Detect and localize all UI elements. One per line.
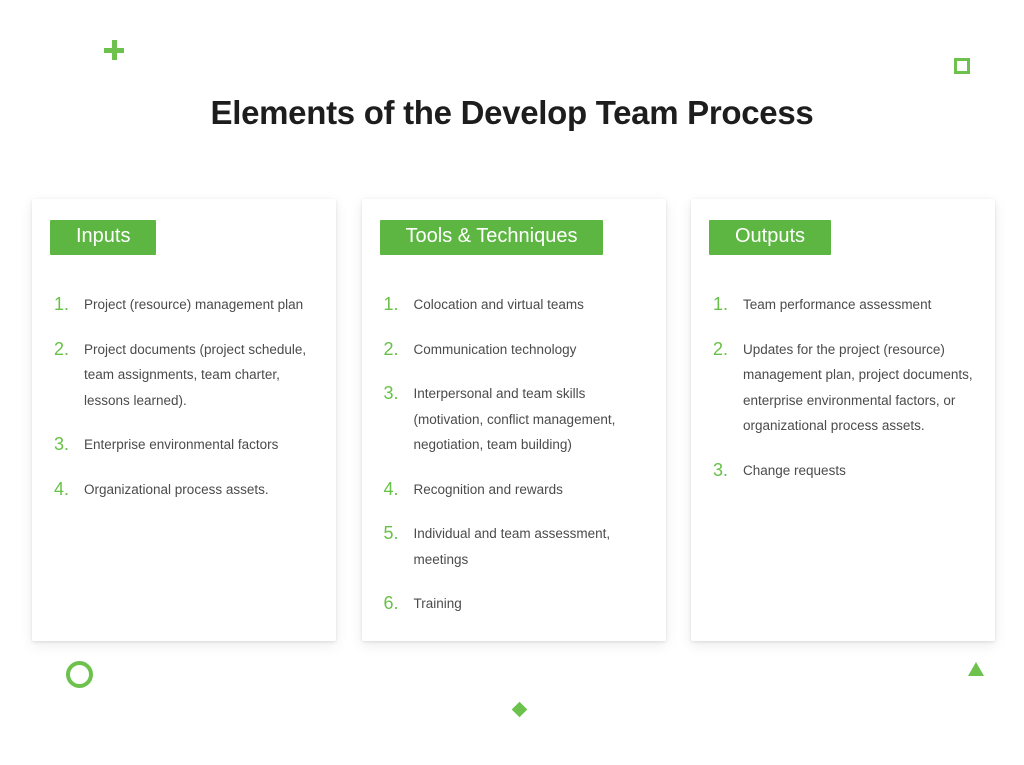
item-text: Recognition and rewards xyxy=(413,481,563,497)
list-item: 6. Training xyxy=(384,591,648,617)
plus-icon xyxy=(104,40,124,60)
triangle-icon xyxy=(968,662,984,676)
list-item: 2. Updates for the project (resource) ma… xyxy=(713,337,977,439)
item-text: Project documents (project schedule, tea… xyxy=(84,341,307,408)
item-number: 3. xyxy=(383,383,399,403)
list-item: 3. Enterprise environmental factors xyxy=(54,432,318,458)
list-item: 4. Recognition and rewards xyxy=(384,477,648,503)
item-number: 5. xyxy=(383,523,399,543)
item-text: Communication technology xyxy=(413,341,577,357)
columns-container: Inputs 1. Project (resource) management … xyxy=(32,199,995,641)
process-card: Tools & Techniques 1. Colocation and vir… xyxy=(361,199,666,641)
item-text: Project (resource) management plan xyxy=(84,297,304,312)
list-item: 4. Organizational process assets. xyxy=(54,477,318,503)
card-header-badge: Outputs xyxy=(709,220,832,255)
item-text: Interpersonal and team skills (motivatio… xyxy=(413,386,616,452)
item-text: Change requests xyxy=(743,462,846,478)
item-number: 6. xyxy=(383,593,399,613)
page-title: Elements of the Develop Team Process xyxy=(210,94,814,131)
list-item: 1. Team performance assessment xyxy=(713,292,977,318)
list-item: 2. Communication technology xyxy=(384,337,648,363)
list-item: 3. Interpersonal and team skills (motiva… xyxy=(384,381,648,458)
list-item: 5. Individual and team assessment, meeti… xyxy=(384,521,648,572)
process-card: Inputs 1. Project (resource) management … xyxy=(32,199,336,641)
item-number: 3. xyxy=(713,459,729,480)
item-text: Organizational process assets. xyxy=(84,481,269,497)
item-number: 4. xyxy=(54,478,70,499)
item-number: 1. xyxy=(383,294,399,314)
item-number: 3. xyxy=(54,434,70,454)
card-header-badge: Tools & Techniques xyxy=(379,220,604,255)
item-text: Updates for the project (resource) manag… xyxy=(743,341,973,434)
process-card: Outputs 1. Team performance assessment 2… xyxy=(691,199,995,641)
card-item-list: 1. Colocation and virtual teams 2. Commu… xyxy=(380,292,648,617)
item-number: 2. xyxy=(713,338,729,359)
list-item: 2. Project documents (project schedule, … xyxy=(54,337,318,414)
item-number: 4. xyxy=(383,478,399,499)
item-number: 1. xyxy=(713,294,729,314)
item-number: 2. xyxy=(54,338,70,359)
item-text: Team performance assessment xyxy=(743,297,932,312)
item-text: Colocation and virtual teams xyxy=(413,297,584,312)
card-item-list: 1. Project (resource) management plan 2.… xyxy=(50,292,318,502)
item-number: 1. xyxy=(54,294,70,314)
circle-icon xyxy=(66,661,93,688)
card-item-list: 1. Team performance assessment 2. Update… xyxy=(709,292,977,483)
square-icon xyxy=(954,58,970,74)
item-text: Enterprise environmental factors xyxy=(84,437,279,452)
card-header-badge: Inputs xyxy=(50,220,157,255)
list-item: 1. Colocation and virtual teams xyxy=(384,292,648,318)
item-text: Individual and team assessment, meetings xyxy=(413,526,611,567)
item-number: 2. xyxy=(383,338,399,359)
diamond-icon xyxy=(511,701,528,718)
list-item: 1. Project (resource) management plan xyxy=(54,292,318,318)
item-text: Training xyxy=(413,596,462,611)
list-item: 3. Change requests xyxy=(713,458,977,484)
